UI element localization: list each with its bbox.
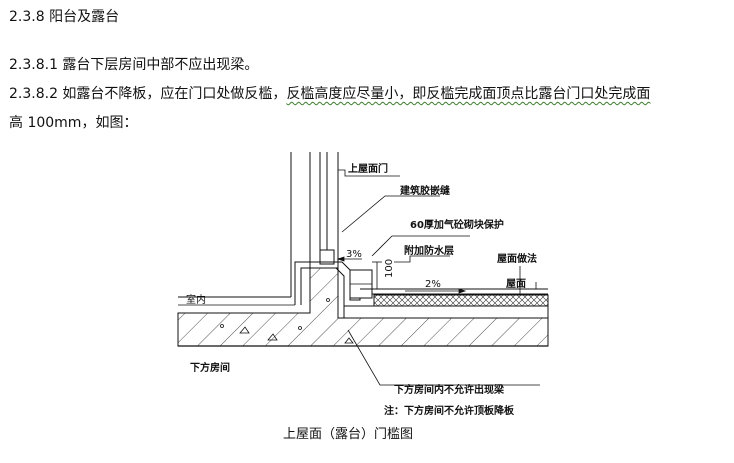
label-no-beam: 下方房间内不允许出现梁	[394, 383, 505, 396]
label-sealant: 建筑胶嵌缝	[399, 184, 450, 197]
diagram-caption: 上屋面（露台）门槛图	[283, 427, 413, 442]
label-room-below: 下方房间	[190, 361, 230, 374]
aggregate-marks	[220, 298, 354, 344]
label-slope-2: 2%	[425, 279, 441, 290]
leader-lines	[338, 169, 540, 386]
label-roof-method: 屋面做法	[497, 252, 537, 265]
door-frame	[178, 152, 339, 298]
paragraph-2-3-8-2: 2.3.8.2 如露台不降板，应在门口处做反槛，反槛高度应尽量小，即反槛完成面顶…	[9, 83, 650, 103]
label-dim-100: 100	[384, 259, 395, 278]
paragraph-2-3-8-2-continued: 高 100mm，如图：	[9, 115, 138, 131]
roof-insulation-layer	[373, 294, 549, 307]
label-roof: 屋面	[506, 278, 526, 290]
label-note: 注：下方房间不允许顶板降板	[384, 404, 515, 417]
label-waterproof: 附加防水层	[404, 244, 454, 257]
paragraph-2-3-8-2-underlined: 反槛高度应尽量小，即反槛完成面顶点比露台门口处完成面	[286, 86, 651, 102]
label-indoor: 室内	[186, 293, 206, 306]
slope-arrows	[336, 256, 467, 294]
dimension-100	[372, 261, 382, 290]
paragraph-2-3-8-2-prefix: 2.3.8.2 如露台不降板，应在门口处做反槛，	[9, 86, 287, 102]
label-protection-block: 60厚加气砼砌块保护	[410, 218, 504, 231]
label-top-door: 上屋面门	[348, 162, 388, 175]
label-slope-3: 3%	[346, 249, 362, 260]
paragraph-2-3-8-1: 2.3.8.1 露台下层房间中部不应出现梁。	[9, 57, 259, 73]
section-heading: 2.3.8 阳台及露台	[9, 9, 120, 25]
